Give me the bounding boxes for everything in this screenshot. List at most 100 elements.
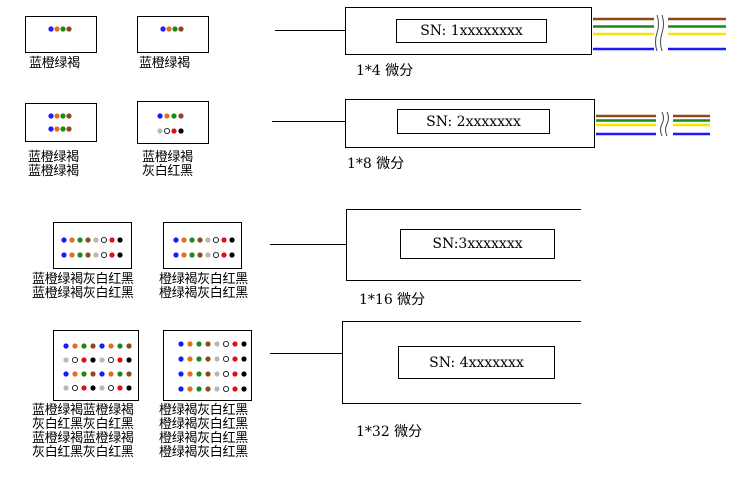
fiber-dot-black <box>241 356 247 362</box>
fiber-dot-black <box>117 252 123 258</box>
fiber-dot-white <box>71 356 78 363</box>
connector-c4b-label: 橙绿褐灰白红黑橙绿褐灰白红黑橙绿褐灰白红黑橙绿褐灰白红黑 <box>159 404 248 460</box>
fiber-dot-green <box>196 371 202 377</box>
splitter-type-2: 1*8 微分 <box>347 156 405 172</box>
fiber-dot-orange <box>69 237 75 243</box>
fiber-dot-gray <box>214 356 220 362</box>
splitter-type-3: 1*16 微分 <box>359 292 426 308</box>
connector-c1b-dots <box>160 26 184 32</box>
fiber-dot-brown <box>85 252 91 258</box>
fiber-dot-brown <box>126 371 132 377</box>
label-line: 橙绿褐灰白红黑 <box>159 431 248 446</box>
fiber-dot-gray <box>63 357 69 363</box>
fiber-dot-white <box>223 340 230 347</box>
connector-c2b-label: 蓝橙绿褐灰白红黑 <box>142 151 193 179</box>
fiber-dot-orange <box>187 371 193 377</box>
fiber-dot-green <box>171 113 177 119</box>
fiber-dot-red <box>81 385 87 391</box>
fiber-dot-white <box>101 251 108 258</box>
fiber-dot-gray <box>63 385 69 391</box>
fiber-dot-red <box>232 356 238 362</box>
fiber-dot-blue <box>178 371 184 377</box>
fiber-dot-white <box>223 386 230 393</box>
fiber-dot-red <box>232 341 238 347</box>
fiber-dot-brown <box>205 341 211 347</box>
link-line-3 <box>270 244 346 245</box>
fiber-dot-orange <box>54 113 60 119</box>
fiber-dot-green <box>117 343 123 349</box>
splitter-type-4: 1*32 微分 <box>356 424 423 440</box>
fiber-dot-blue <box>61 252 67 258</box>
fiber-dot-gray <box>205 237 211 243</box>
fiber-dot-gray <box>214 386 220 392</box>
fiber-dot-orange <box>164 113 170 119</box>
fiber-dot-black <box>126 385 132 391</box>
fiber-dot-green <box>81 343 87 349</box>
fiber-dot-brown <box>205 386 211 392</box>
fiber-dot-gray <box>99 385 105 391</box>
fiber-dot-green <box>172 26 178 32</box>
fiber-dot-blue <box>173 252 179 258</box>
fiber-dot-blue <box>160 26 166 32</box>
fiber-dot-blue <box>63 371 69 377</box>
label-line: 橙绿褐灰白红黑 <box>159 272 248 287</box>
connector-c3b <box>163 222 242 269</box>
connector-c3a <box>53 222 132 269</box>
fiber-dot-orange <box>69 252 75 258</box>
sn-label-2: SN: 2xxxxxxx <box>397 109 550 134</box>
connector-c4b <box>163 330 252 401</box>
fiber-dot-blue <box>99 371 105 377</box>
label-line: 蓝橙绿褐蓝橙绿褐 <box>32 403 134 418</box>
connector-c1a-dots <box>48 26 72 32</box>
fiber-dot-white <box>108 356 115 363</box>
fiber-dot-red <box>232 371 238 377</box>
fiber-dot-red <box>221 237 227 243</box>
connector-c1a <box>25 16 97 53</box>
fiber-dot-orange <box>54 126 60 132</box>
fiber-dot-green <box>60 26 66 32</box>
connector-c1b <box>137 16 209 53</box>
label-line: 灰白红黑灰白红黑 <box>32 445 134 460</box>
fiber-dot-orange <box>108 343 114 349</box>
fiber-dot-black <box>229 252 235 258</box>
fiber-dot-green <box>60 126 66 132</box>
fiber-dot-white <box>223 355 230 362</box>
connector-c3a-dots <box>61 236 123 258</box>
fiber-dot-blue <box>48 113 54 119</box>
label-line: 灰白红黑 <box>142 164 193 179</box>
fiber-dot-blue <box>178 356 184 362</box>
fiber-dot-gray <box>93 237 99 243</box>
fiber-dot-brown <box>66 113 72 119</box>
connector-c4a-label: 蓝橙绿褐蓝橙绿褐灰白红黑灰白红黑蓝橙绿褐蓝橙绿褐灰白红黑灰白红黑 <box>32 404 134 460</box>
sn-label-4: SN: 4xxxxxxx <box>398 346 555 379</box>
label-line: 蓝橙绿褐灰白红黑 <box>32 272 134 287</box>
fiber-dot-orange <box>187 341 193 347</box>
connector-c2a-dots <box>48 113 72 132</box>
fiber-dot-blue <box>48 26 54 32</box>
connector-c3b-dots <box>173 236 235 258</box>
fiber-dot-gray <box>205 252 211 258</box>
fiber-dot-brown <box>197 252 203 258</box>
fiber-dot-orange <box>54 26 60 32</box>
fiber-dot-orange <box>181 237 187 243</box>
fiber-dot-green <box>196 386 202 392</box>
fiber-dot-green <box>77 237 83 243</box>
fiber-dot-white <box>213 251 220 258</box>
fiber-dot-blue <box>48 126 54 132</box>
fiber-dot-white <box>71 385 78 392</box>
fiber-dot-brown <box>90 371 96 377</box>
break-mark <box>655 14 659 52</box>
fiber-dot-blue <box>178 386 184 392</box>
fiber-dot-green <box>196 356 202 362</box>
fiber-dot-gray <box>214 371 220 377</box>
sn-label-1: SN: 1xxxxxxxx <box>396 19 547 43</box>
fiber-dot-gray <box>99 357 105 363</box>
fiber-dot-white <box>223 371 230 378</box>
fiber-dot-white <box>101 236 108 243</box>
fiber-dot-green <box>189 252 195 258</box>
fiber-dot-gray <box>157 128 163 134</box>
connector-c3b-label: 橙绿褐灰白红黑橙绿褐灰白红黑 <box>159 273 248 301</box>
connector-c4a <box>53 330 139 401</box>
fiber-dot-brown <box>66 26 72 32</box>
